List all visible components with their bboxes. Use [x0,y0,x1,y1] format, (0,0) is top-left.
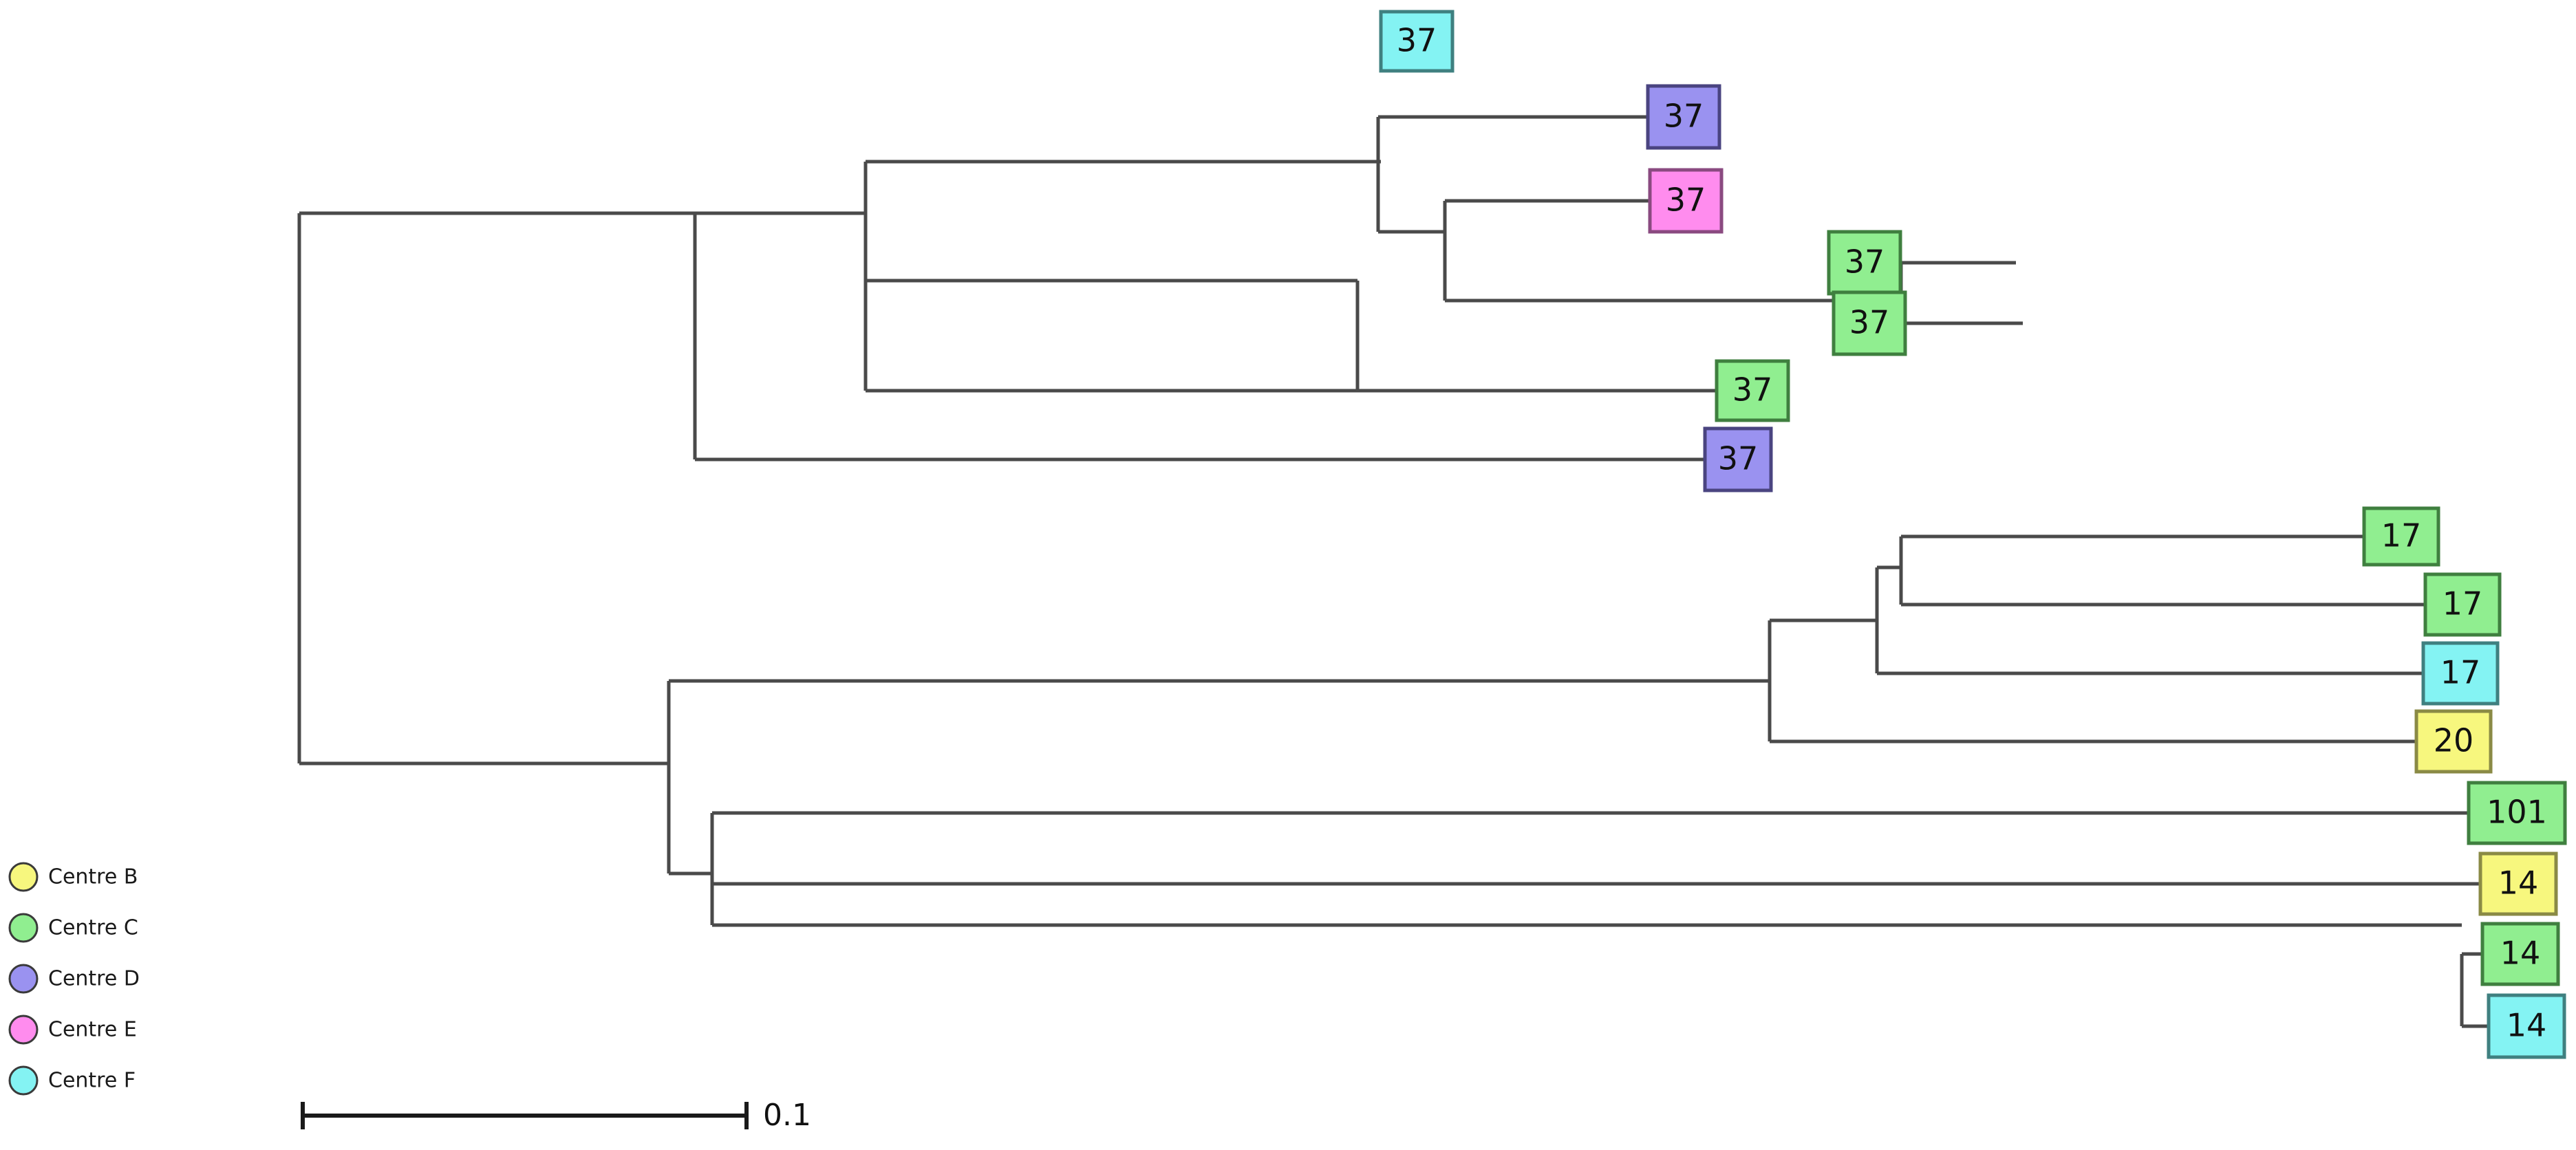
legend-item: Centre C [8,913,138,943]
tree-leaf-node[interactable]: 101 [2467,781,2567,845]
tree-leaf-node[interactable]: 17 [2423,572,2502,637]
tree-leaf-node[interactable]: 14 [2487,993,2566,1059]
branch-layer [297,115,2489,1028]
tree-leaf-node[interactable]: 37 [1648,168,1724,234]
leaf-label: 14 [2500,935,2541,972]
legend-swatch-circle-icon [8,1015,39,1045]
leaf-label: 37 [1732,371,1773,409]
leaf-box[interactable] [1832,290,1907,356]
leaf-label: 17 [2381,517,2422,554]
leaf-box[interactable] [2487,993,2566,1059]
tree-leaf-node[interactable]: 17 [2362,506,2440,567]
leaf-box[interactable] [1379,10,1455,73]
legend-item: Centre E [8,1015,137,1045]
leaf-label: 20 [2434,722,2474,759]
legend-item-label: Centre F [48,1069,136,1093]
leaf-label: 37 [1849,304,1890,341]
legend-swatch-circle-icon [8,964,39,994]
tree-leaf-node[interactable]: 14 [2478,851,2558,916]
leaf-label: 101 [2487,794,2547,831]
leaf-box[interactable] [1715,359,1790,422]
legend-item-label: Centre E [48,1018,137,1042]
legend-item: Centre B [8,862,138,892]
legend-item: Centre D [8,964,140,994]
legend-swatch-circle-icon [8,1065,39,1096]
leaf-label: 37 [1666,182,1706,219]
tree-leaf-node[interactable]: 37 [1715,359,1790,422]
legend-swatch-circle-icon [8,862,39,892]
leaf-box[interactable] [2414,709,2493,774]
leaf-label: 17 [2443,585,2483,622]
legend-swatch-circle-icon [8,913,39,943]
scale-bar-label: 0.1 [763,1098,811,1133]
leaf-layer: 37 37 37 37 37 37 37 17 17 17 20 101 14 14 14 [1379,10,2567,1059]
leaf-label: 37 [1397,22,1437,59]
legend: Centre B Centre C Centre D Centre E Centre F [8,862,140,1096]
leaf-box[interactable] [2480,922,2560,986]
legend-item-label: Centre D [48,967,140,991]
tree-leaf-node[interactable]: 14 [2480,922,2560,986]
legend-item-label: Centre C [48,916,138,940]
tree-leaf-node[interactable]: 37 [1646,84,1721,150]
leaf-label: 37 [1845,243,1885,281]
tree-leaf-node[interactable]: 37 [1827,230,1902,296]
leaf-label: 14 [2507,1007,2547,1044]
leaf-box[interactable] [1646,84,1721,150]
tree-leaf-node[interactable]: 37 [1703,426,1773,492]
leaf-box[interactable] [2362,506,2440,567]
scale-bar: 0.1 [301,1098,811,1133]
leaf-box[interactable] [2421,641,2500,706]
leaf-box[interactable] [2423,572,2502,637]
leaf-box[interactable] [2478,851,2558,916]
leaf-box[interactable] [1648,168,1724,234]
tree-leaf-node[interactable]: 17 [2421,641,2500,706]
tree-leaf-node[interactable]: 20 [2414,709,2493,774]
legend-item: Centre F [8,1065,136,1096]
leaf-label: 17 [2440,654,2481,691]
tree-leaf-node[interactable]: 37 [1832,290,1907,356]
leaf-label: 37 [1664,98,1704,135]
leaf-box[interactable] [2467,781,2567,845]
legend-item-label: Centre B [48,865,138,889]
tree-leaf-node[interactable]: 37 [1379,10,1455,73]
leaf-label: 14 [2498,865,2539,902]
leaf-label: 37 [1718,440,1759,477]
leaf-box[interactable] [1703,426,1773,492]
